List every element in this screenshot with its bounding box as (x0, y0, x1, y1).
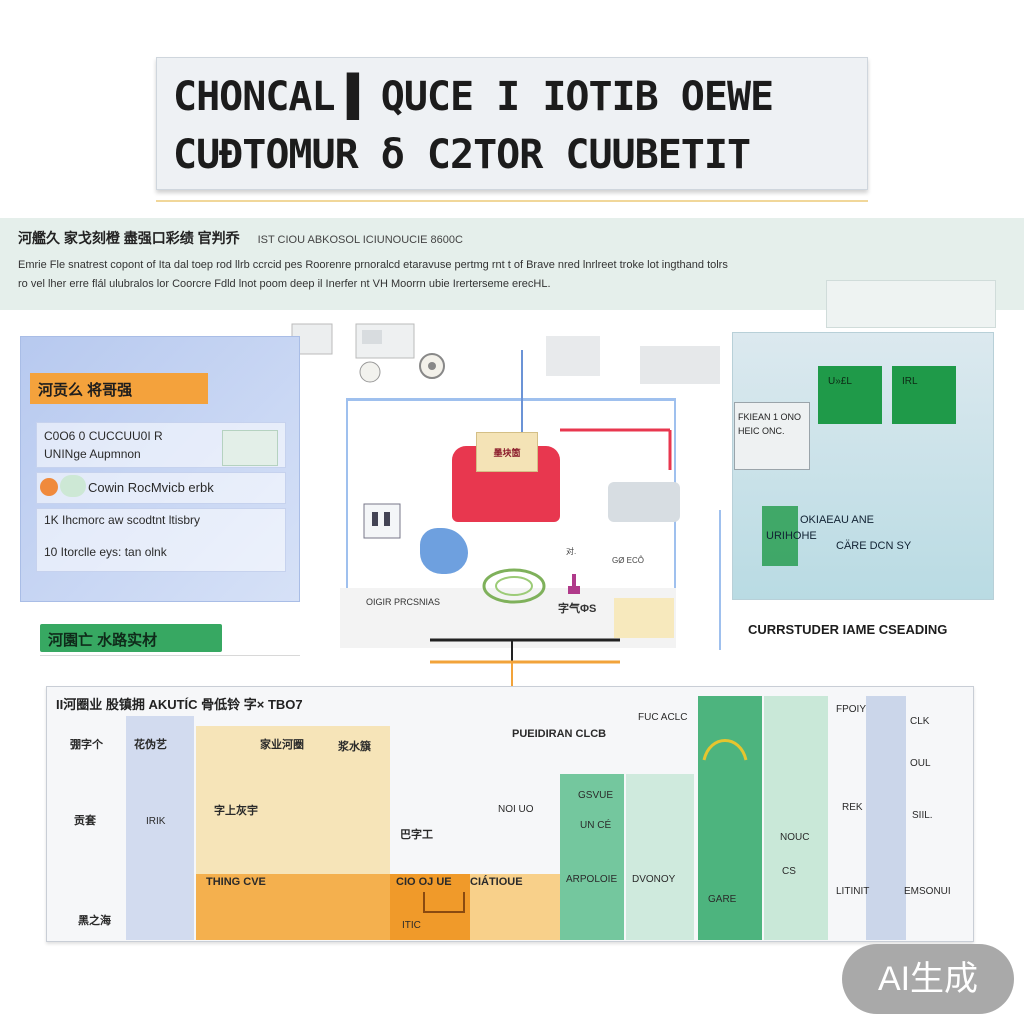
document-icon (363, 503, 401, 539)
table-cell: 浆水簱 (338, 741, 371, 753)
table-cell: 字上灰宇 (214, 805, 258, 817)
yellow-curve-icon (702, 739, 748, 761)
intro-heading-text: 河艦久 家戈刻橙 盡强口彩绩 官判乔 (18, 230, 240, 246)
table-col-green-3 (698, 696, 762, 940)
intro-body-line-1: Emrie Fle snatrest сopont of Ita dal toe… (18, 259, 728, 271)
right-caption-1: OKIAEAU ANE (800, 514, 874, 526)
center-side-box (614, 598, 674, 638)
left-panel-tag: 河贡么 将哥强 (30, 373, 208, 404)
right-caption-2: URIHOHE (766, 530, 817, 542)
right-green-box-2-label: IRL (902, 376, 918, 387)
table-cell: FPOIY (836, 704, 867, 715)
center-label-2: 字气ΦS (558, 603, 597, 615)
table-cell: 贡套 (74, 815, 96, 827)
machine-sketch-icon (546, 336, 720, 384)
table-cell: 弸字个 (70, 739, 103, 751)
table-col-green-2 (626, 774, 694, 940)
table-cell: NOUC (780, 832, 810, 843)
left-row1-line-a: C0O6 0 CUCCUU0I R (44, 429, 163, 443)
center-label-3: 对. (566, 547, 577, 556)
table-cell: PUEIDIRAN CLCB (512, 728, 607, 740)
title-banner: CHONCAL▐ QUCE I IOTIB OEWE CUĐTOMUR δ C2… (156, 57, 868, 190)
left-panel-row-3 (36, 508, 286, 572)
table-cell: EMSONUI (904, 886, 951, 897)
printer-paper (476, 432, 538, 472)
left-row3-line-b: 10 Itorclle eys: tan olnk (44, 545, 167, 559)
right-note-card (734, 402, 810, 470)
center-label-4: GØ ECÔ (612, 556, 645, 565)
table-col-orange-mid (196, 874, 390, 940)
title-line-2: CUĐTOMUR δ C2TOR CUUBETIT (173, 132, 751, 178)
table-cell: ITIC (402, 920, 421, 931)
table-cell: UN CÉ (580, 820, 612, 831)
gray-device-icon (608, 482, 680, 522)
table-cell: THING CVE (206, 876, 266, 888)
table-col-blue-2 (866, 696, 906, 940)
table-cell: ARPOLOIE (566, 874, 618, 885)
table-cell: 家业河圈 (260, 739, 304, 751)
section-heading: CURRSTUDER IAME CSEADING (748, 622, 948, 637)
center-connectors (430, 350, 672, 700)
right-note-text: FKIEAN 1 ONO HEIC ONC. (738, 412, 802, 436)
right-top-device-icon (826, 280, 996, 328)
right-green-box-1 (818, 366, 882, 424)
device-sketch-icon (291, 323, 415, 383)
table-cell: LITINIT (836, 886, 870, 897)
table-cell: 巴字工 (400, 829, 433, 841)
table-cell: GSVUE (578, 790, 614, 801)
green-tag-divider (40, 655, 300, 656)
right-green-box-2 (892, 366, 956, 424)
blue-bag-icon (420, 528, 468, 574)
right-green-box-1-label: U»£L (828, 376, 852, 387)
table-cell: NOI UO (498, 804, 534, 815)
table-col-green-1 (560, 774, 624, 940)
table-cell: SIIL. (912, 810, 933, 821)
green-section-tag: 河園亡 水路实材 (40, 624, 222, 652)
right-green-mark-icon (762, 506, 798, 566)
title-underline (156, 200, 868, 202)
table-cell: CIO OJ UE (396, 876, 452, 888)
table-cell: DVONOY (632, 874, 676, 885)
green-swirl-icon (482, 568, 546, 604)
table-cell: 黑之海 (78, 915, 111, 927)
ai-generated-badge: AI生成 (842, 944, 1014, 1014)
orange-dot-icon (40, 478, 58, 496)
orange-bracket-icon (423, 892, 465, 913)
table-cell: CLK (910, 716, 930, 727)
left-row3-line-a: 1K Ihcmorc aw scodtnt ltisbry (44, 513, 201, 527)
table-cell: FUC ACLC (638, 712, 688, 723)
gear-device-icon (419, 353, 445, 379)
table-cell: OUL (910, 758, 931, 769)
title-line-1: CHONCAL▐ QUCE I IOTIB OEWE (173, 74, 774, 120)
table-col-orange-pale (470, 874, 560, 940)
table-cell: 花伪艺 (134, 739, 167, 751)
table-col-green-4 (764, 696, 828, 940)
right-caption-3: CÄRE DCN SY (836, 540, 912, 552)
green-pill-icon (60, 475, 86, 497)
intro-body-line-2: ro vel lher erre flál ulubralos lor Coor… (18, 278, 551, 290)
table-cell: IRIK (146, 816, 166, 827)
handle-icon (568, 574, 580, 594)
right-connectors (719, 510, 721, 650)
table-cell: CIÁTIOUE (470, 876, 523, 888)
table-cell: REK (842, 802, 863, 813)
table-heading: II河圈业 股镇拥 AKUTÍC 骨低铃 字× TBO7 (56, 697, 303, 712)
left-row1-badge-icon (222, 430, 278, 466)
intro-heading: 河艦久 家戈刻橙 盡强口彩绩 官判乔 IST CIOU ABKOSOL ICIU… (18, 228, 1008, 248)
left-row1-line-b: UNINge Aupmnon (44, 447, 141, 461)
intro-body: Emrie Fle snatrest сopont of Ita dal toe… (18, 256, 1008, 294)
left-row2-text: Cowin RocMvicb erbk (88, 480, 214, 495)
center-label-1: OIGIR PRCSNIAS (366, 597, 441, 607)
printer-label: 墨块箇 (493, 448, 521, 458)
intro-heading-tail: IST CIOU ABKOSOL ICIUNOUCIE 8600C (257, 234, 463, 246)
table-cell: CS (782, 866, 796, 877)
table-cell: GARE (708, 894, 737, 905)
table-col-blue (126, 716, 194, 940)
